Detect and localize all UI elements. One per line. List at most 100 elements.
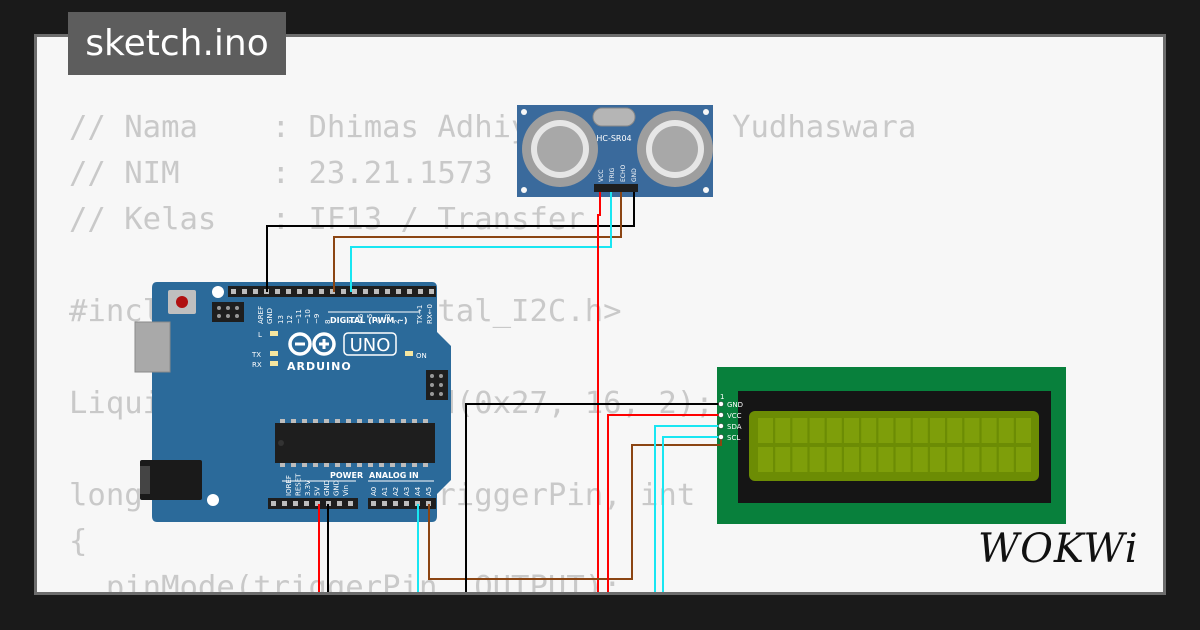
digital-pin-label: ~9 (313, 314, 321, 324)
code-listing: // Nama : Dhimas Adhiyaksa Ariza Yudhasw… (69, 105, 916, 592)
mount-hole (212, 286, 224, 298)
lcd-pin-terminal (718, 423, 724, 429)
lcd-cell (792, 447, 808, 472)
uno-badge (343, 332, 397, 356)
wire-arduino-a5 (428, 437, 722, 580)
digital-pwm-label: DIGITAL (PWM ~) (330, 316, 408, 325)
power-pin-label: 5V (314, 487, 322, 496)
digital-pin-label: 12 (286, 315, 294, 324)
sensor-pin-label: GND (631, 168, 638, 182)
lcd-character-cells (758, 418, 1031, 472)
lcd-cell (930, 447, 945, 472)
header-pin-hole (385, 289, 390, 294)
wire-lcd-scl-branch (662, 436, 721, 592)
analog-header (368, 498, 436, 509)
wokwi-logo: WOKWi (978, 526, 1139, 572)
digital-pin-label: TX→1 (416, 305, 424, 325)
header-pin-hole (348, 501, 353, 506)
lcd-pin-terminal (718, 401, 724, 407)
usb-connector (134, 321, 171, 373)
lcd-cell (775, 418, 791, 443)
power-pin-label: GND (323, 480, 331, 496)
lcd-cell (878, 447, 894, 472)
header-pin-hole (286, 289, 291, 294)
digital-pin-label: ~5 (366, 314, 374, 324)
lcd-cell (895, 447, 911, 472)
wire-sensor-gnd (266, 192, 635, 292)
wire-sensor-trig (333, 192, 622, 292)
header-pin-hole (282, 501, 287, 506)
header-pin-hole (271, 501, 276, 506)
lcd-cell (947, 447, 963, 472)
wires (266, 192, 722, 592)
sensor-pin-label: ECHO (620, 165, 627, 182)
digital-pin-label: ~10 (304, 309, 312, 324)
digital-pin-label: 8 (324, 320, 332, 324)
lcd-cell (1016, 447, 1031, 472)
header-pin-hole (330, 289, 335, 294)
wire-sensor-echo (350, 192, 612, 292)
led-tx (270, 351, 278, 356)
digital-pin-label: ~6 (357, 313, 365, 324)
lcd-cell (998, 447, 1014, 472)
digital-pin-label: ~3 (384, 314, 392, 324)
power-jack-inner (140, 466, 150, 494)
lcd-cell (895, 418, 911, 443)
sensor-pin-header (594, 184, 638, 192)
mount-hole (207, 494, 219, 506)
lcd-cell (947, 418, 963, 443)
atmega-chip (275, 419, 435, 467)
lcd-cell (826, 418, 842, 443)
header-pin-hole (326, 501, 331, 506)
header-pin-hole (371, 501, 376, 506)
header-pin-hole (429, 289, 434, 294)
code-line: { (69, 524, 88, 559)
lcd-cell (912, 447, 928, 472)
lcd-cell (775, 447, 791, 472)
sensor-mount-hole (521, 187, 527, 193)
arduino-infinity-logo (288, 332, 336, 356)
power-section-label: POWER (330, 471, 363, 480)
analog-pin-label: A4 (414, 486, 422, 496)
lcd-cell (758, 447, 773, 472)
digital-pin-label: 4 (375, 319, 383, 324)
sensor-pin-label: TRIG (609, 167, 616, 183)
power-jack (140, 460, 202, 500)
power-header (268, 498, 358, 509)
analog-pin-label: A3 (403, 487, 411, 496)
lcd-cell (844, 447, 859, 472)
led-on-label: ON (416, 352, 427, 360)
gnd-label: GND (266, 308, 274, 324)
lcd-cell (844, 418, 859, 443)
lcd-cell (981, 447, 997, 472)
header-pin-hole (315, 501, 320, 506)
wire-lcd-vcc (607, 414, 721, 592)
header-pin-hole (393, 501, 398, 506)
digital-pin-holes (231, 289, 434, 294)
lcd-pin-label: SDA (727, 423, 742, 431)
wire-lcd-sda (654, 425, 721, 592)
lcd-pin-label: VCC (727, 412, 742, 420)
power-pin-label: GND (333, 480, 341, 496)
header-pin-hole (253, 289, 258, 294)
lcd-pin-label: SCL (727, 434, 740, 442)
code-line: // Kelas : IF13 / Transfer (69, 202, 585, 237)
header-pin-hole (374, 289, 379, 294)
analog-pin-label: A5 (425, 487, 433, 496)
bottom-pin-holes (271, 501, 431, 506)
power-pin-label: 3.3V (304, 480, 312, 496)
wokwi-logo-text: WOKWi (978, 526, 1139, 572)
lcd-cell (878, 418, 894, 443)
digital-pin-label: 7 (348, 320, 356, 324)
header-pin-hole (341, 289, 346, 294)
header-pin-hole (363, 289, 368, 294)
lcd-cell (861, 418, 877, 443)
ultrasonic-transmitter (522, 111, 598, 187)
led-rx (270, 361, 278, 366)
lcd-cell (809, 418, 825, 443)
header-pin-hole (407, 289, 412, 294)
